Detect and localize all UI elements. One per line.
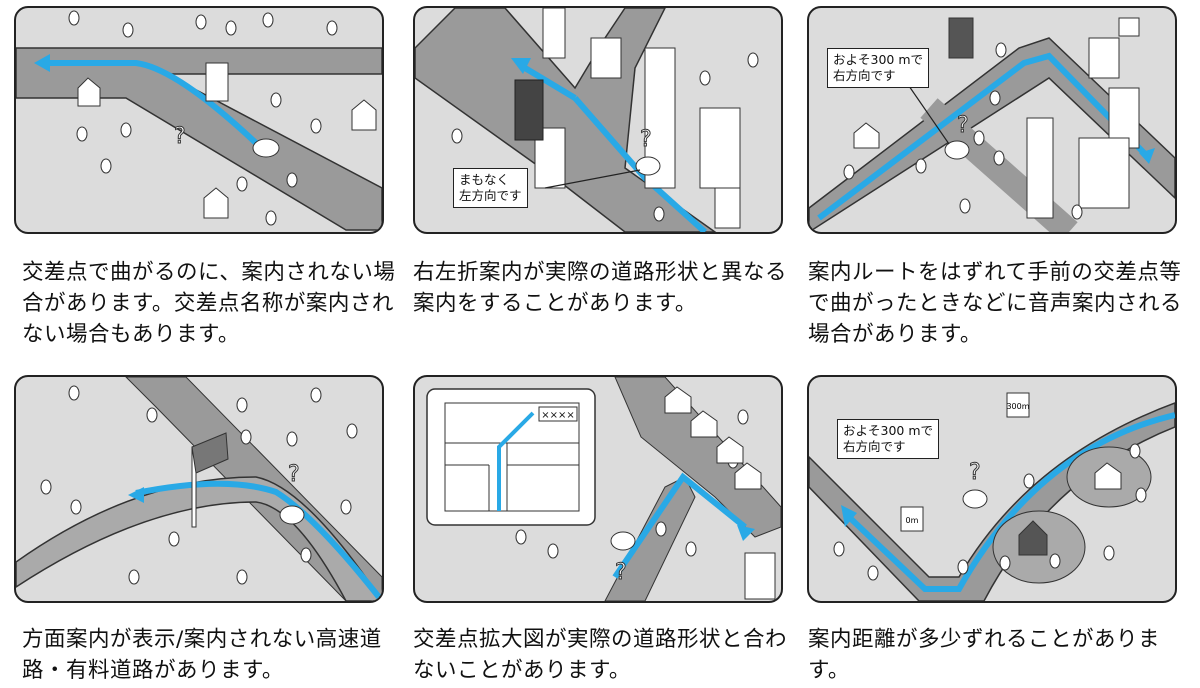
car-icon [962, 489, 988, 509]
route-arrow-icon [34, 54, 50, 72]
distance-sign-0m: 0m [906, 516, 919, 525]
question-icon: ? [174, 124, 186, 149]
voice-callout: まもなく 左方向です [453, 168, 528, 208]
route-line [135, 480, 382, 601]
illustration-distance-offset: 300m 0m ? およそ300 mで 右方向です [807, 375, 1177, 603]
question-icon: ? [288, 462, 300, 487]
car-icon [610, 531, 636, 551]
question-icon: ? [969, 460, 981, 485]
route-line [817, 52, 1152, 221]
voice-callout: およそ300 mで 右方向です [827, 48, 930, 88]
route-line [846, 412, 1175, 592]
route-arrow-icon [737, 525, 755, 541]
zoom-map-signboard: ×××× [541, 410, 575, 421]
question-icon: ? [640, 127, 652, 152]
car-icon [279, 505, 305, 525]
question-icon: ? [957, 113, 969, 138]
car-icon [252, 138, 280, 158]
caption-3: 案内ルートをはずれて手前の交差点等で曲がったときなどに音声案内される場合がありま… [808, 260, 1183, 347]
illustration-wrong-turn-guidance: ? まもなく 左方向です [413, 6, 783, 234]
question-icon: ? [615, 560, 627, 585]
caption-1: 交差点で曲がるのに、案内されない場合があります。交差点名称が案内されない場合もあ… [22, 260, 396, 347]
illustration-intersection-zoom: ×××× ? [413, 375, 783, 603]
route-arrow-icon [1139, 148, 1155, 164]
illustration-no-direction-guidance: ? [14, 375, 384, 603]
distance-sign-300m: 300m [1006, 402, 1029, 411]
route-arrow-icon [841, 505, 857, 527]
route-arrow-icon [511, 58, 531, 74]
caption-5: 交差点拡大図が実際の道路形状と合わないことがあります。 [413, 627, 788, 683]
caption-4: 方面案内が表示/案内されない高速道路・有料道路があります。 [22, 627, 382, 683]
illustration-early-voice-guidance: ? およそ300 mで 右方向です [807, 6, 1177, 234]
direction-sign [191, 432, 229, 474]
caption-6: 案内距離が多少ずれることがあります。 [808, 627, 1161, 683]
illustration-no-guidance: ? [14, 6, 384, 234]
caption-2: 右左折案内が実際の道路形状と異なる案内をすることがあります。 [413, 260, 788, 316]
car-icon [944, 140, 970, 160]
route-line [612, 472, 747, 579]
route-line [46, 60, 259, 146]
route-arrow-icon [128, 487, 144, 503]
car-icon [635, 156, 661, 176]
voice-callout: およそ300 mで 右方向です [837, 419, 940, 459]
